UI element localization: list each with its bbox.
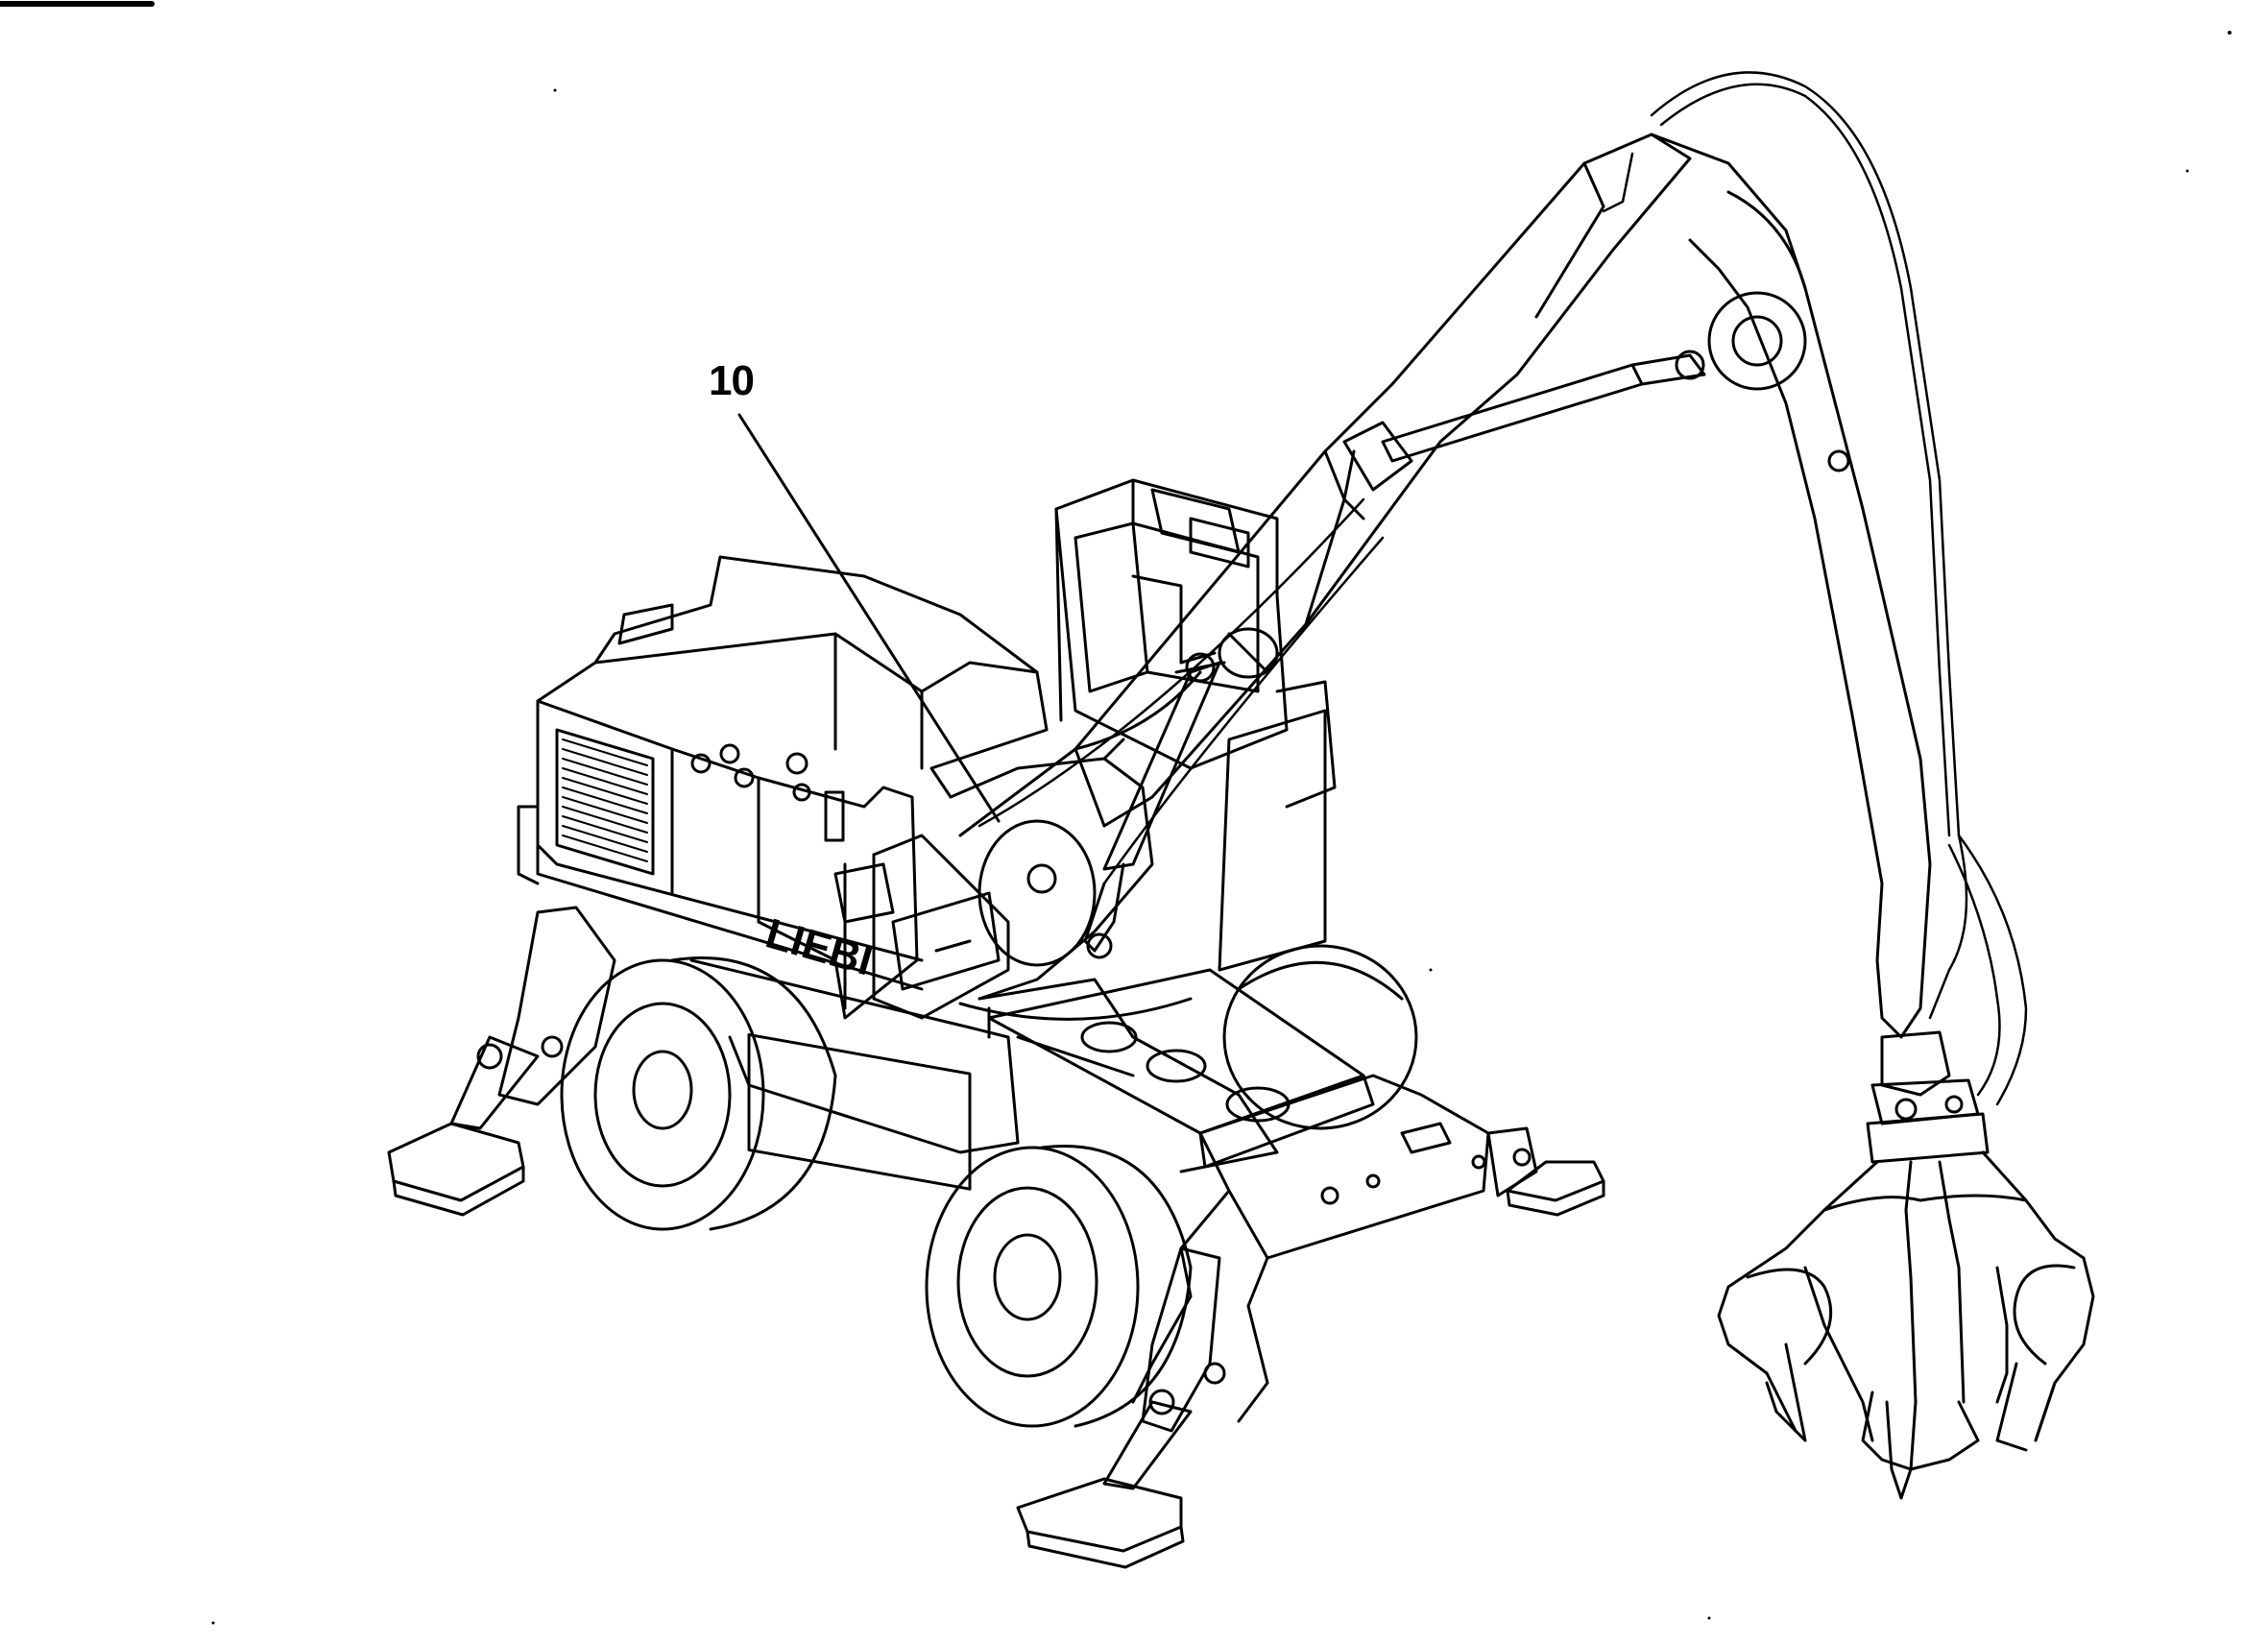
- rear-left-outrigger: [387, 906, 616, 1217]
- rear-wheel: [560, 956, 837, 1231]
- stick-cylinder: [1342, 350, 1706, 520]
- boom-cylinder: [1083, 651, 1226, 959]
- undercarriage-frame: [689, 958, 1279, 1191]
- orange-peel-grapple: [1717, 1150, 2095, 1500]
- scan-speck: [553, 88, 557, 92]
- scan-speck: [1707, 1616, 1711, 1620]
- stick-arm: [1650, 133, 1932, 1039]
- callout-label-10: 10: [709, 357, 755, 404]
- scan-speck: [1429, 968, 1433, 972]
- hydraulic-hoses: [977, 71, 2028, 1106]
- upper-carriage-boom-pivot: [949, 738, 1193, 1021]
- scan-speck: [211, 1621, 215, 1625]
- operator-steps: [843, 834, 1010, 1020]
- callout-leader-line: [737, 413, 1001, 823]
- machine-brand-text: LIEBI: [760, 910, 878, 985]
- scan-speck: [2185, 169, 2189, 173]
- scan-speck: [2228, 31, 2232, 35]
- operator-cab: [1054, 478, 1337, 972]
- front-wheel: [925, 1145, 1193, 1428]
- front-outrigger-beam: [1131, 1074, 1490, 1423]
- chassis-deck: [987, 968, 1375, 1169]
- front-left-outrigger: [1016, 1246, 1226, 1569]
- front-right-wheel: [1222, 944, 1418, 1130]
- main-boom: [958, 133, 1692, 837]
- grapple-rotator: [1866, 1030, 1990, 1164]
- front-right-outrigger: [1486, 1126, 1605, 1217]
